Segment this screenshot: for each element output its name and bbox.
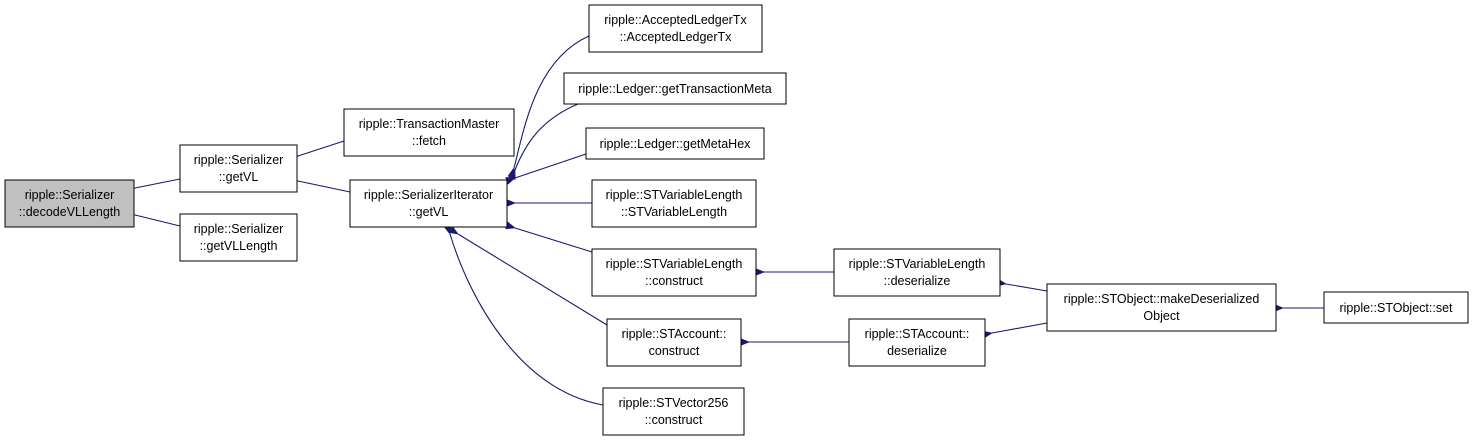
node-box	[606, 318, 742, 367]
node-stvariablelength-ctor[interactable]: ripple::STVariableLength ::STVariableLen…	[591, 179, 757, 228]
node-transactionmaster-fetch[interactable]: ripple::TransactionMaster ::fetch	[343, 108, 515, 157]
node-box	[4, 179, 135, 228]
node-label-line-2: ::getVL	[409, 205, 449, 219]
node-label-line-1: ripple::STVariableLength	[849, 257, 986, 271]
node-box	[848, 318, 986, 367]
node-label-line-2: ::fetch	[412, 134, 446, 148]
edges	[125, 35, 1324, 406]
node-label-line-2: ::decodeVLLength	[19, 205, 121, 219]
edge-gettransactionmeta-to-seriter-getvl	[507, 103, 579, 180]
node-label-line-1: ripple::Ledger::getMetaHex	[600, 137, 752, 151]
node-label-line-2: ::construct	[645, 274, 703, 288]
node-box	[563, 72, 787, 105]
node-label-line-1: ripple::STVariableLength	[606, 188, 743, 202]
node-label-line-1: ripple::Serializer	[194, 153, 284, 167]
node-box	[602, 387, 745, 436]
edge-makedeserialized-to-staccount-deserialize	[982, 322, 1048, 339]
edge-acceptedledgertx-to-seriter-getvl	[507, 35, 590, 178]
node-label-line-1: ripple::STObject::makeDeserialized	[1064, 292, 1260, 306]
node-label-line-1: ripple::STVariableLength	[606, 257, 743, 271]
node-box	[585, 127, 765, 160]
edge-fetch-to-serializer-getvl	[288, 140, 345, 163]
node-stobject-set[interactable]: ripple::STObject::set	[1323, 291, 1469, 324]
node-label-line-1: ripple::STVector256	[619, 396, 729, 410]
node-label-line-2: ::STVariableLength	[621, 205, 727, 219]
node-serializer-getvl[interactable]: ripple::Serializer ::getVL	[179, 144, 298, 193]
edge-makedeserialized-to-stvarlen-deserialize	[996, 278, 1048, 292]
node-ledger-gettransactionmeta[interactable]: ripple::Ledger::getTransactionMeta	[563, 72, 787, 105]
node-label-line-1: ripple::Serializer	[25, 188, 115, 202]
node-box	[833, 248, 1001, 297]
node-stvariablelength-construct[interactable]: ripple::STVariableLength ::construct	[591, 248, 757, 297]
edge-getvl-to-decodevllength	[125, 178, 181, 194]
node-box	[591, 248, 757, 297]
nodes: ripple::Serializer ::decodeVLLength ripp…	[4, 4, 1469, 436]
node-box	[588, 4, 763, 53]
edge-staccount-construct-to-seriter-getvl	[448, 225, 608, 326]
node-stvariablelength-deserialize[interactable]: ripple::STVariableLength ::deserialize	[833, 248, 1001, 297]
node-label-line-2: ::getVL	[219, 170, 259, 184]
node-acceptedledgertx[interactable]: ripple::AcceptedLedgerTx ::AcceptedLedge…	[588, 4, 763, 53]
node-label-line-1: ripple::STAccount::	[622, 327, 727, 341]
node-label-line-1: ripple::Serializer	[194, 222, 284, 236]
edge-seriter-getvl-to-serializer-getvl	[288, 175, 351, 193]
node-box	[1046, 283, 1277, 332]
node-serializeriterator-getvl[interactable]: ripple::SerializerIterator ::getVL	[349, 179, 508, 228]
node-box	[179, 144, 298, 193]
node-label-line-1: ripple::STAccount::	[865, 327, 970, 341]
node-label-line-1: ripple::Ledger::getTransactionMeta	[578, 82, 771, 96]
node-box	[349, 179, 508, 228]
node-staccount-deserialize[interactable]: ripple::STAccount:: deserialize	[848, 318, 986, 367]
edge-getmetahex-to-seriter-getvl	[505, 153, 587, 185]
node-label-line-2: Object	[1143, 309, 1180, 323]
node-serializer-getvllength[interactable]: ripple::Serializer ::getVLLength	[179, 213, 298, 262]
edge-stvector256-construct-to-seriter-getvl	[443, 224, 604, 406]
node-ledger-getmetahex[interactable]: ripple::Ledger::getMetaHex	[585, 127, 765, 160]
edge-getvllength-to-decodevllength	[125, 208, 181, 227]
node-label-line-2: ::construct	[645, 413, 703, 427]
node-label-line-1: ripple::SerializerIterator	[364, 188, 493, 202]
node-decode-vl-length[interactable]: ripple::Serializer ::decodeVLLength	[4, 179, 135, 228]
node-box	[343, 108, 515, 157]
node-label-line-1: ripple::TransactionMaster	[359, 117, 500, 131]
node-label-line-2: deserialize	[887, 344, 947, 358]
edge-stvarlen-construct-to-seriter-getvl	[505, 221, 593, 253]
node-box	[179, 213, 298, 262]
node-stvector256-construct[interactable]: ripple::STVector256 ::construct	[602, 387, 745, 436]
node-label-line-1: ripple::STObject::set	[1339, 301, 1453, 315]
node-label-line-2: construct	[649, 344, 700, 358]
node-label-line-2: ::AcceptedLedgerTx	[620, 30, 733, 44]
node-staccount-construct[interactable]: ripple::STAccount:: construct	[606, 318, 742, 367]
node-box	[591, 179, 757, 228]
node-label-line-2: ::getVLLength	[200, 239, 278, 253]
node-label-line-1: ripple::AcceptedLedgerTx	[604, 13, 747, 27]
node-label-line-2: ::deserialize	[884, 274, 951, 288]
node-stobject-makedeserializedobject[interactable]: ripple::STObject::makeDeserialized Objec…	[1046, 283, 1277, 332]
node-box	[1323, 291, 1469, 324]
